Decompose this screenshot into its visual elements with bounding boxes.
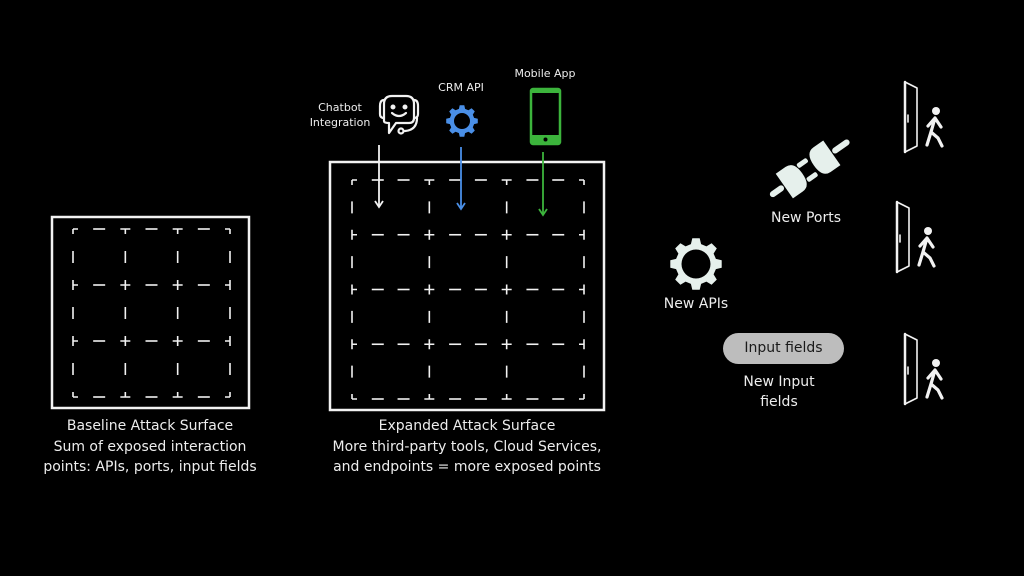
grid-junction [225,336,231,346]
baseline-title: Baseline Attack Surface [66,418,234,434]
input-fields-pill: Input fields [723,333,844,364]
grid-junction [424,284,435,295]
grid-junction [72,280,78,290]
expanded-caption: Expanded Attack Surface More third-party… [300,416,634,478]
grid-junction [351,179,357,185]
grid-junction [501,229,512,240]
new-apis-gear-icon [670,238,722,290]
grid-junction [501,284,512,295]
grid-junction [424,394,435,400]
grid-junction [579,229,585,240]
grid-junction [120,228,131,234]
grid-junction [351,229,357,240]
grid-junction [424,339,435,350]
expanded-border [328,160,606,412]
grid-junction [501,179,512,185]
plug-icon [769,139,850,199]
grid-junction [579,284,585,295]
chatbot-headset-icon [378,94,420,135]
grid-junction [72,336,78,346]
crm-api-label: CRM API [438,81,484,94]
expanded-title: Expanded Attack Surface [378,418,556,434]
grid-junction [579,339,585,350]
grid-junction [424,229,435,240]
grid-junction [351,394,357,400]
new-apis-label: New APIs [663,296,729,312]
mobile-phone-icon [529,87,562,146]
grid-junction [225,280,231,290]
new-input-fields-label: New Input fields [729,372,829,412]
mobile-app-arrow [538,152,548,217]
baseline-desc-line2: Sum of exposed interaction [53,438,247,455]
gear-icon [446,105,478,137]
baseline-caption: Baseline Attack Surface Sum of exposed i… [20,416,280,478]
grid-junction [72,392,78,398]
grid-junction [120,280,131,290]
grid-junction [501,394,512,400]
chatbot-label: Chatbot Integration [305,100,375,130]
person-entering-door-icon [895,200,936,274]
crm-api-arrow [456,147,466,211]
person-entering-door-icon [903,80,944,154]
grid-junction [351,284,357,295]
expanded-dashed-grid [351,179,585,400]
person-entering-door-icon [903,332,944,406]
grid-junction [172,280,183,290]
grid-junction [72,228,78,234]
expanded-desc-line2: More third-party tools, Cloud Services, [332,438,602,455]
expanded-desc-line3: and endpoints = more exposed points [333,459,601,475]
new-ports-label: New Ports [770,210,842,226]
chatbot-label-line2: Integration [309,116,371,129]
grid-junction [501,339,512,350]
grid-junction [120,392,131,398]
new-input-fields-line1: New Input [743,374,815,390]
grid-junction [225,392,231,398]
grid-junction [579,179,585,185]
baseline-dashed-grid [72,228,231,398]
grid-junction [351,339,357,350]
grid-junction [579,394,585,400]
new-input-fields-line2: fields [760,394,798,410]
grid-junction [172,392,183,398]
grid-junction [172,228,183,234]
chatbot-label-line1: Chatbot [318,101,362,114]
grid-junction [120,336,131,346]
baseline-border [50,215,251,410]
grid-junction [172,336,183,346]
grid-junction [424,179,435,185]
baseline-desc-line3: points: APIs, ports, input fields [43,459,257,475]
grid-junction [225,228,231,234]
chatbot-arrow [374,145,384,209]
mobile-app-label: Mobile App [514,67,576,80]
